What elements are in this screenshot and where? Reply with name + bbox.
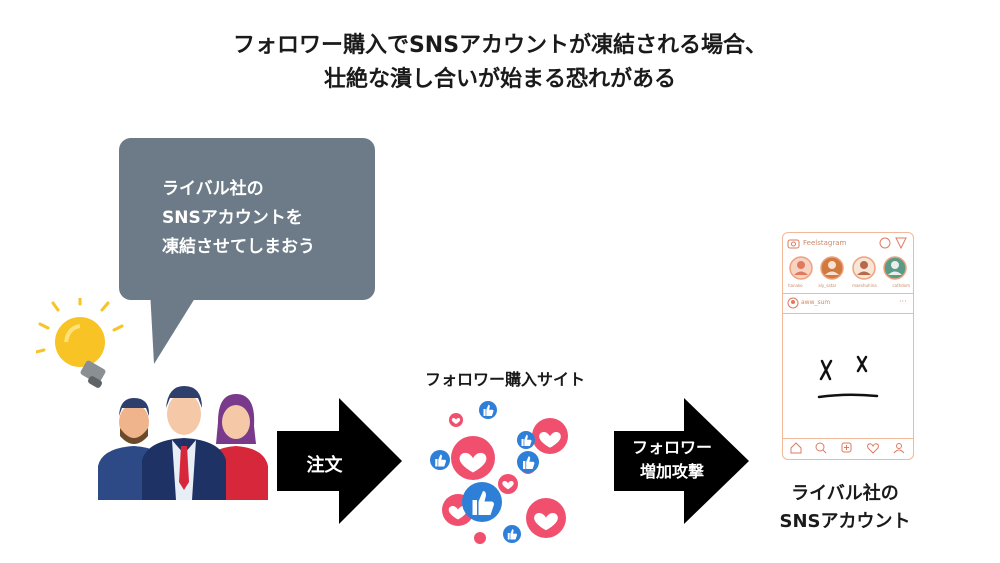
story-name: hanako [788, 283, 803, 288]
attack-arrow-label: フォロワー 増加攻撃 [617, 436, 727, 484]
speech-bubble-line3: 凍結させてしまおう [162, 237, 315, 257]
page-title-line2: 壮絶な潰し合いが始まる恐れがある [323, 67, 676, 92]
dead-face-icon [817, 355, 879, 399]
page-title-line1: フォロワー購入でSNSアカウントが凍結される場合、 [232, 33, 768, 58]
more-icon: ··· [899, 297, 907, 306]
follower-site-label: フォロワー購入サイト [424, 370, 585, 389]
camera-icon [787, 239, 800, 249]
post-user: aww_sum [801, 299, 831, 306]
header-icons [879, 237, 907, 250]
business-people-icon [98, 386, 268, 500]
bottom-nav-icons [790, 442, 905, 454]
attack-arrow-line1: フォロワー [631, 438, 712, 457]
app-name: Feelstagram [803, 239, 847, 247]
order-arrow [277, 398, 402, 524]
story-name: aly_satar [818, 283, 837, 288]
order-arrow-label: 注文 [306, 455, 343, 476]
likes-cluster-icon [430, 401, 568, 544]
divider [783, 293, 913, 294]
story-name: cathdom [892, 283, 910, 288]
rival-label-line2: SNSアカウント [779, 511, 911, 532]
attack-arrow-line2: 増加攻撃 [639, 462, 704, 481]
story-names: hanako aly_satar maeshuhina cathdom [788, 283, 910, 288]
rival-account-label: ライバル社の SNSアカウント [755, 480, 935, 536]
speech-bubble [119, 138, 375, 300]
story-avatars [789, 256, 907, 280]
post-avatar-icon [787, 297, 799, 309]
rival-label-line1: ライバル社の [791, 483, 899, 504]
speech-bubble-tail [150, 290, 200, 364]
lightbulb-icon [36, 298, 124, 388]
speech-bubble-line2: SNSアカウントを [162, 208, 303, 228]
speech-bubble-line1: ライバル社の [162, 179, 264, 199]
speech-bubble-text: ライバル社の SNSアカウントを 凍結させてしまおう [162, 175, 315, 262]
divider [783, 313, 913, 314]
story-name: maeshuhina [852, 283, 877, 288]
phone-mockup: Feelstagram hanako aly_satar maeshuhina … [782, 232, 914, 460]
attack-arrow [614, 398, 749, 524]
divider [783, 438, 913, 439]
